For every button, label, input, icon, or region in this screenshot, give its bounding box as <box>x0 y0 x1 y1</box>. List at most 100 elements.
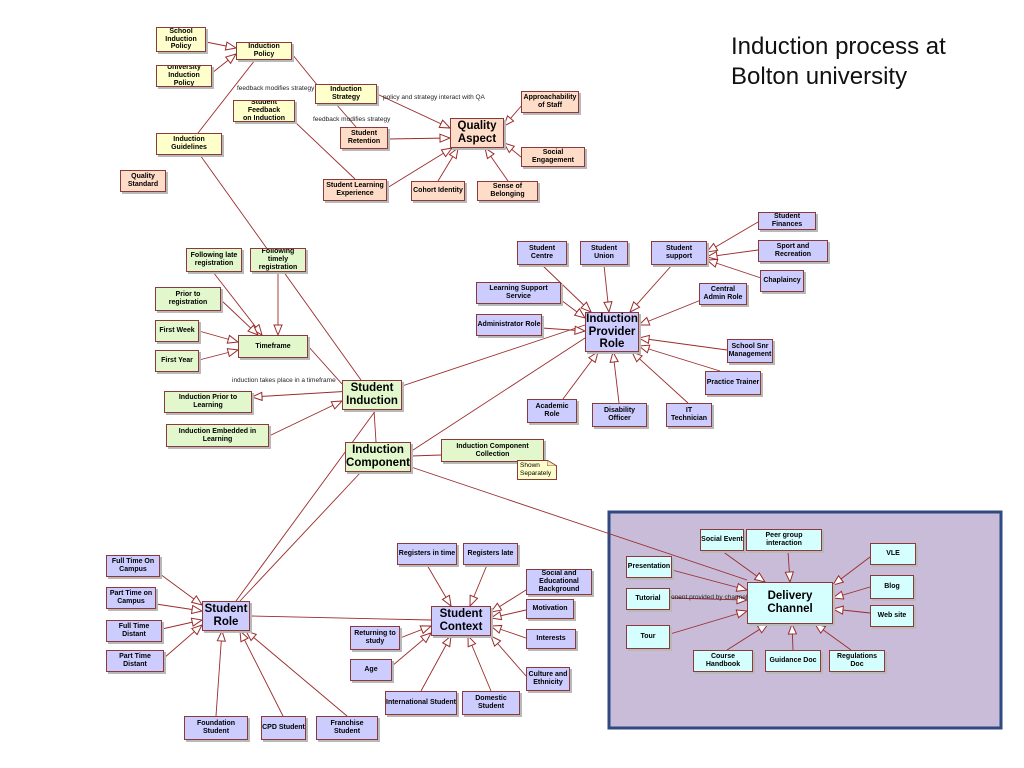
node-central-admin-role[interactable]: Central Admin Role <box>699 283 747 305</box>
node-sport-and-recreation[interactable]: Sport and Recreation <box>758 240 828 262</box>
title-line-1: Induction process at <box>731 33 946 60</box>
connector-line <box>307 345 343 385</box>
node-culture-and-ethnicity[interactable]: Culture and Ethnicity <box>526 667 570 691</box>
node-tutorial[interactable]: Tutorial <box>626 588 670 610</box>
connector-line <box>833 609 871 613</box>
node-induction-component-collection[interactable]: Induction Component Collection <box>441 439 544 462</box>
node-disability-officer[interactable]: Disability Officer <box>592 403 647 427</box>
node-quality-standard[interactable]: Quality Standard <box>120 170 166 192</box>
connector-line <box>211 54 236 74</box>
node-student-induction[interactable]: Student Induction <box>342 380 402 410</box>
connector-line <box>426 564 451 606</box>
node-cohort-identity[interactable]: Cohort Identity <box>411 181 465 201</box>
node-full-time-distant[interactable]: Full Time Distant <box>106 620 162 642</box>
connector-line <box>401 324 586 387</box>
node-following-timely-registration[interactable]: Following timely registration <box>250 248 306 272</box>
node-domestic-student[interactable]: Domestic Student <box>462 691 520 715</box>
node-peer-group-interaction[interactable]: Peer group interaction <box>746 529 822 551</box>
node-part-time-on-campus[interactable]: Part Time on Campus <box>106 587 156 609</box>
node-registers-late[interactable]: Registers late <box>463 543 518 565</box>
node-presentation[interactable]: Presentation <box>626 556 672 578</box>
connector-line <box>491 589 527 612</box>
node-student-feedback-on-induction[interactable]: Student Feedback on Induction <box>233 100 295 122</box>
connector-line <box>613 352 620 404</box>
node-practice-trainer[interactable]: Practice Trainer <box>705 371 761 395</box>
node-following-late-registration[interactable]: Following late registration <box>186 248 242 272</box>
node-quality-aspect[interactable]: Quality Aspect <box>450 118 504 148</box>
node-foundation-student[interactable]: Foundation Student <box>184 716 248 740</box>
node-learning-support-service[interactable]: Learning Support Service <box>476 282 561 304</box>
node-registers-in-time[interactable]: Registers in time <box>397 543 457 565</box>
node-tour[interactable]: Tour <box>626 625 670 649</box>
node-blog[interactable]: Blog <box>870 575 914 599</box>
node-timeframe[interactable]: Timeframe <box>238 335 308 358</box>
node-returning-to-study[interactable]: Returning to study <box>350 626 400 650</box>
node-administrator-role[interactable]: Administrator Role <box>476 314 542 336</box>
connector-line <box>833 586 871 598</box>
node-university-induction-policy[interactable]: University Induction Policy <box>156 65 212 87</box>
node-student-role[interactable]: Student Role <box>202 601 250 631</box>
connector-line <box>268 401 342 437</box>
connector-line <box>409 337 586 453</box>
connector-line <box>632 352 689 404</box>
node-student-union[interactable]: Student Union <box>580 241 628 265</box>
node-induction-component[interactable]: Induction Component <box>345 442 411 472</box>
node-induction-policy[interactable]: Induction Policy <box>236 42 292 60</box>
connector-line <box>410 466 748 581</box>
node-first-week[interactable]: First Week <box>155 320 199 342</box>
connector-line <box>386 148 452 189</box>
node-student-learning-experience[interactable]: Student Learning Experience <box>323 179 387 201</box>
node-school-induction-policy[interactable]: School Induction Policy <box>156 27 206 52</box>
connector-line <box>294 121 356 180</box>
node-social-and-educational-background[interactable]: Social and Educational Background <box>526 569 592 595</box>
node-induction-prior-to-learning[interactable]: Induction Prior to Learning <box>164 391 252 413</box>
node-first-year[interactable]: First Year <box>155 350 199 372</box>
node-interests[interactable]: Interests <box>526 629 576 649</box>
node-school-snr-management[interactable]: School Snr Management <box>727 339 773 363</box>
title-line-2: Bolton university <box>731 63 908 90</box>
node-chaplaincy[interactable]: Chaplaincy <box>760 270 804 292</box>
node-international-student[interactable]: International Student <box>385 691 457 715</box>
connector-line <box>726 624 768 651</box>
node-academic-role[interactable]: Academic Role <box>527 399 577 423</box>
node-web-site[interactable]: Web site <box>870 605 914 627</box>
connector-line <box>541 264 591 312</box>
connector-line <box>707 221 759 252</box>
node-part-time-distant[interactable]: Part Time Distant <box>106 650 164 672</box>
node-student-retention[interactable]: Student Retention <box>340 127 388 149</box>
node-cpd-student[interactable]: CPD Student <box>261 716 306 740</box>
node-delivery-channel[interactable]: Delivery Channel <box>747 582 833 624</box>
node-motivation[interactable]: Motivation <box>526 599 574 619</box>
node-student-support[interactable]: Student support <box>651 241 707 265</box>
connector-line <box>161 620 202 630</box>
node-student-centre[interactable]: Student Centre <box>517 241 567 265</box>
connector-line <box>159 573 202 605</box>
node-full-time-on-campus[interactable]: Full Time On Campus <box>106 555 160 577</box>
node-induction-guidelines[interactable]: Induction Guidelines <box>156 133 222 155</box>
node-vle[interactable]: VLE <box>870 543 916 565</box>
node-approachability-of-staff[interactable]: Approachability of Staff <box>521 91 579 113</box>
connector-line <box>215 631 222 717</box>
node-franchise-student[interactable]: Franchise Student <box>316 716 378 740</box>
connector-line <box>420 636 451 692</box>
connector-line <box>639 338 728 351</box>
node-student-context[interactable]: Student Context <box>431 606 491 636</box>
connector-line <box>240 631 284 717</box>
node-social-engagement[interactable]: Social Engagement <box>521 147 585 167</box>
node-it-technician[interactable]: IT Technician <box>666 403 712 427</box>
node-prior-to-registration[interactable]: Prior to registration <box>155 287 221 311</box>
node-sense-of-belonging[interactable]: Sense of Belonging <box>477 181 538 201</box>
node-student-finances[interactable]: Student Finances <box>758 212 816 230</box>
connector-line <box>639 297 707 325</box>
node-regulations-doc[interactable]: Regulations Doc <box>829 650 885 672</box>
connector-line <box>815 624 852 651</box>
node-induction-embedded-in-learning[interactable]: Induction Embedded in Learning <box>166 424 269 447</box>
connector-line <box>671 569 747 590</box>
node-social-event[interactable]: Social Event <box>700 529 744 551</box>
node-induction-provider-role[interactable]: Induction Provider Role <box>585 312 639 352</box>
connector-line <box>491 636 527 677</box>
node-guidance-doc[interactable]: Guidance Doc <box>765 650 821 672</box>
node-induction-strategy[interactable]: Induction Strategy <box>315 84 377 104</box>
node-age[interactable]: Age <box>350 659 392 681</box>
node-course-handbook[interactable]: Course Handbook <box>693 650 753 672</box>
